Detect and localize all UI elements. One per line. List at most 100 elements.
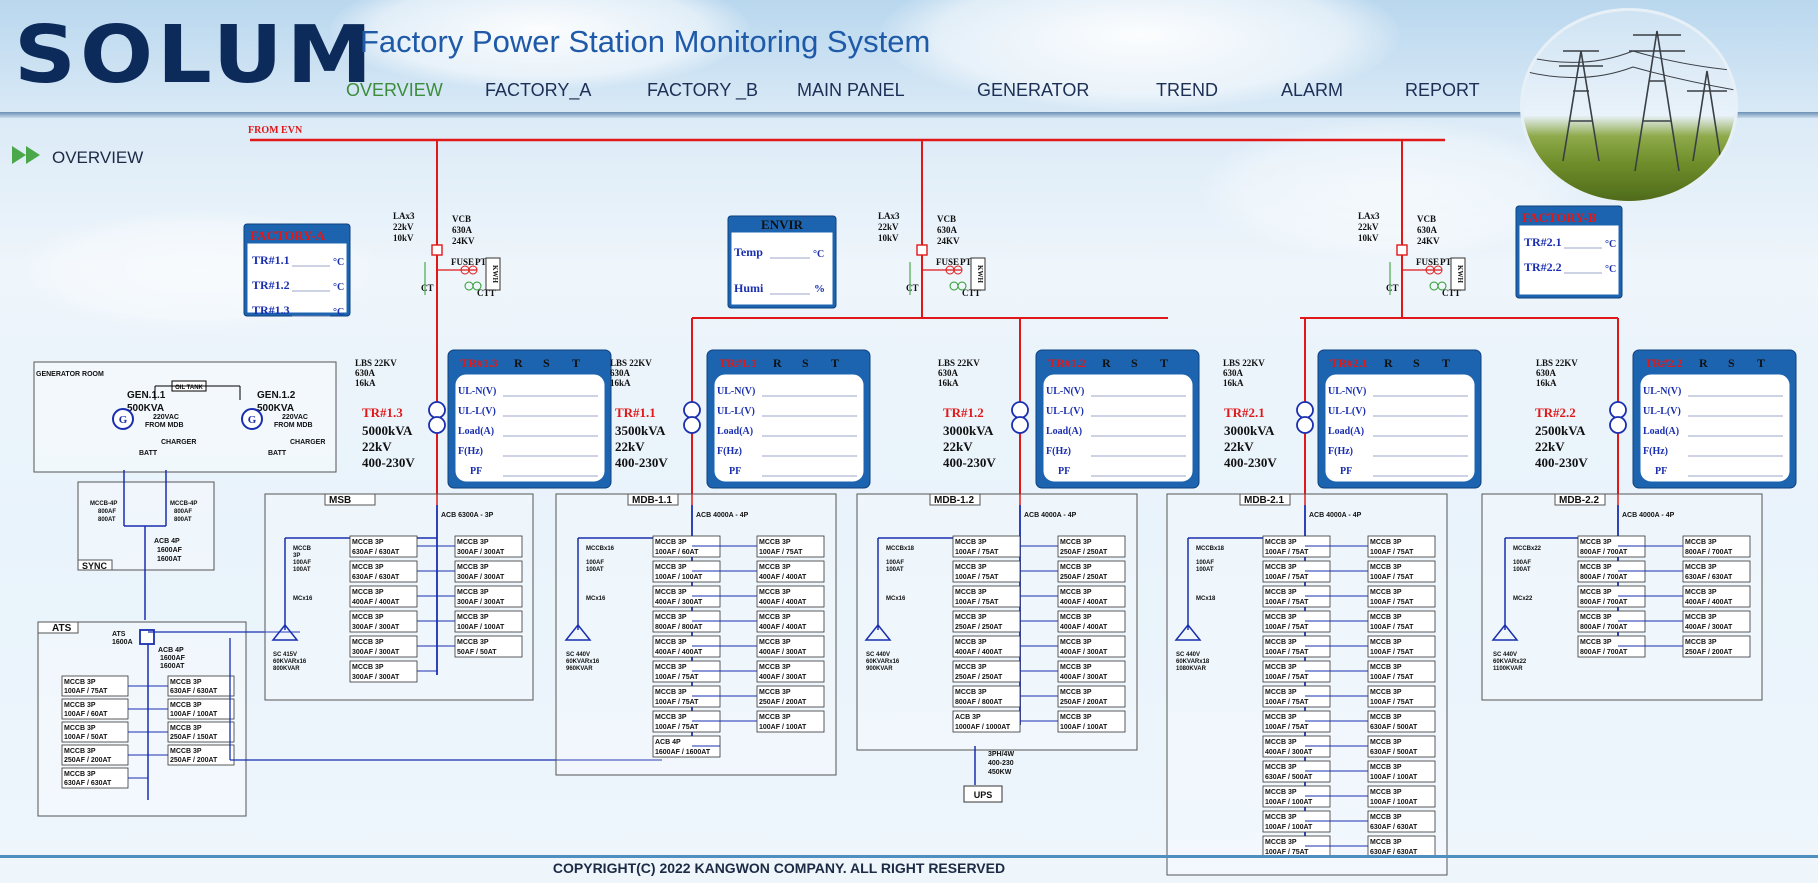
transformer-primary-voltage: 22kV [1224, 439, 1254, 454]
breaker-rating: 400AF / 400AT [352, 599, 400, 606]
meter-row-label: PF [1058, 466, 1070, 477]
meter-col-r: R [1102, 356, 1111, 370]
breaker-type: ACB 4P [655, 739, 681, 746]
vcb-breaker [1396, 244, 1408, 256]
fuse-label: FUSE [1416, 257, 1439, 267]
breaker-rating: 630AF / 500AT [1370, 724, 1418, 731]
transformer-primary-voltage: 22kV [1535, 439, 1565, 454]
nav-alarm[interactable]: ALARM [1281, 80, 1344, 100]
ups-label: UPS [974, 790, 993, 800]
breaker-type: MCCB 3P [955, 539, 987, 546]
cap-mccb: MCCBx16 [586, 546, 615, 552]
sync-acb: ACB 4P [154, 538, 180, 545]
vcb-label: VCB [452, 214, 471, 224]
app-title: Factory Power Station Monitoring System [360, 24, 931, 59]
generator-symbol-g: G [119, 414, 128, 426]
breaker-type: MCCB 3P [352, 539, 384, 546]
meter-title: TR#1.1 [719, 356, 757, 370]
cap-mccb: MCCBx18 [1196, 546, 1225, 552]
meter-row-label: PF [1655, 466, 1667, 477]
nav-overview[interactable]: OVERVIEW [346, 80, 443, 100]
lbs-label: LBS 22KV [355, 358, 397, 368]
breaker-rating: 100AF / 75AT [759, 549, 803, 556]
breaker-rating: 100AF / 75AT [1265, 724, 1309, 731]
breaker-type: MCCB 3P [457, 589, 489, 596]
breaker-type: MCCB 3P [1060, 639, 1092, 646]
breaker-rating: 630AF / 630AT [1370, 824, 1418, 831]
vcb-label: VCB [1417, 214, 1436, 224]
cap-af: 100AF [886, 560, 904, 566]
nav-factory-a[interactable]: FACTORY_A [485, 80, 592, 100]
breaker-type: MCCB 3P [64, 748, 96, 755]
cap-spec2: 60KVARx16 [866, 659, 900, 665]
nav-report[interactable]: REPORT [1405, 80, 1480, 100]
breaker-type: MCCB 3P [759, 664, 791, 671]
meter-row-label: PF [729, 466, 741, 477]
breaker-rating: 100AF / 75AT [1370, 649, 1414, 656]
generator-symbol-g: G [248, 414, 257, 426]
lbs-current: 630A [610, 368, 631, 378]
lbs-current: 630A [1223, 368, 1244, 378]
sync-mccb1-af: 800AF [98, 509, 116, 515]
breaker-rating: 100AF / 75AT [1370, 674, 1414, 681]
breaker-type: MCCB 3P [1370, 689, 1402, 696]
breaker-rating: 300AF / 300AT [457, 574, 505, 581]
panel-main-acb: ACB 4000A - 4P [1024, 512, 1077, 519]
breaker-rating: 630AF / 630AT [1685, 574, 1733, 581]
breaker-type: MCCB 3P [1060, 714, 1092, 721]
breaker-type: MCCB 3P [1265, 764, 1297, 771]
meter-row-label: UL-N(V) [717, 386, 755, 397]
breaker-type: MCCB 3P [759, 564, 791, 571]
breaker-rating: 300AF / 300AT [457, 549, 505, 556]
lbs-label: LBS 22KV [1536, 358, 1578, 368]
ctt-circle [464, 281, 474, 291]
breaker-type: MCCB 3P [759, 539, 791, 546]
breaker-rating: 250AF / 200AT [64, 757, 112, 764]
breaker-type: MCCB 3P [1580, 564, 1612, 571]
breaker-type: MCCB 3P [759, 714, 791, 721]
transformer-coil [1011, 416, 1029, 434]
meter-col-r: R [1384, 356, 1393, 370]
breaker-type: MCCB 3P [64, 702, 96, 709]
lax3-label: LAx3 [878, 211, 900, 221]
meter-col-s: S [1131, 356, 1138, 370]
breaker-type: MCCB 3P [1265, 814, 1297, 821]
transformer-secondary-voltage: 400-230V [615, 455, 668, 470]
breaker-rating: 800AF / 700AT [1580, 574, 1628, 581]
sync-mccb1: MCCB-4P [90, 501, 117, 507]
ctt-label: CTT [477, 288, 496, 298]
breaker-rating: 100AF / 75AT [1370, 624, 1414, 631]
vcb-current: 630A [937, 225, 958, 235]
breaker-type: MCCB 3P [1060, 589, 1092, 596]
factory-a-box-row-unit: °C [333, 282, 344, 293]
factory-a-box-row-label: TR#1.3 [252, 303, 290, 317]
nav-factory-b[interactable]: FACTORY _B [647, 80, 759, 100]
breaker-type: MCCB 3P [170, 702, 202, 709]
nav-generator[interactable]: GENERATOR [977, 80, 1090, 100]
meter-body [714, 374, 864, 482]
factory-b-box-row-unit: °C [1605, 239, 1616, 250]
meter-body [1043, 374, 1193, 482]
breaker-rating: 400AF / 300AT [759, 674, 807, 681]
breaker-type: MCCB 3P [655, 639, 687, 646]
cap-spec2: 60KVARx16 [566, 659, 600, 665]
breaker-rating: 100AF / 75AT [1370, 599, 1414, 606]
breaker-type: MCCB 3P [1265, 714, 1297, 721]
envir-humi-unit: % [814, 283, 825, 295]
nav-trend[interactable]: TREND [1156, 80, 1218, 100]
breaker-rating: 50AF / 50AT [457, 649, 497, 656]
breaker-type: MCCB 3P [655, 589, 687, 596]
cap-spec2: 60KVARx22 [1493, 659, 1527, 665]
breaker-rating: 100AF / 100AT [457, 624, 505, 631]
breaker-rating: 630AF / 630AT [1370, 849, 1418, 856]
vcb-voltage: 24KV [1417, 236, 1440, 246]
cap-mc: MCx18 [1196, 596, 1216, 602]
panel-title: MDB-1.2 [934, 495, 974, 506]
breaker-rating: 1600AF / 1600AT [655, 749, 711, 756]
breaker-type: MCCB 3P [655, 564, 687, 571]
capacitor-icon [564, 623, 592, 641]
breaker-type: ACB 3P [955, 714, 981, 721]
batt-label: BATT [268, 450, 287, 457]
nav-main-panel[interactable]: MAIN PANEL [797, 80, 905, 100]
panel-title-box [1554, 493, 1606, 506]
